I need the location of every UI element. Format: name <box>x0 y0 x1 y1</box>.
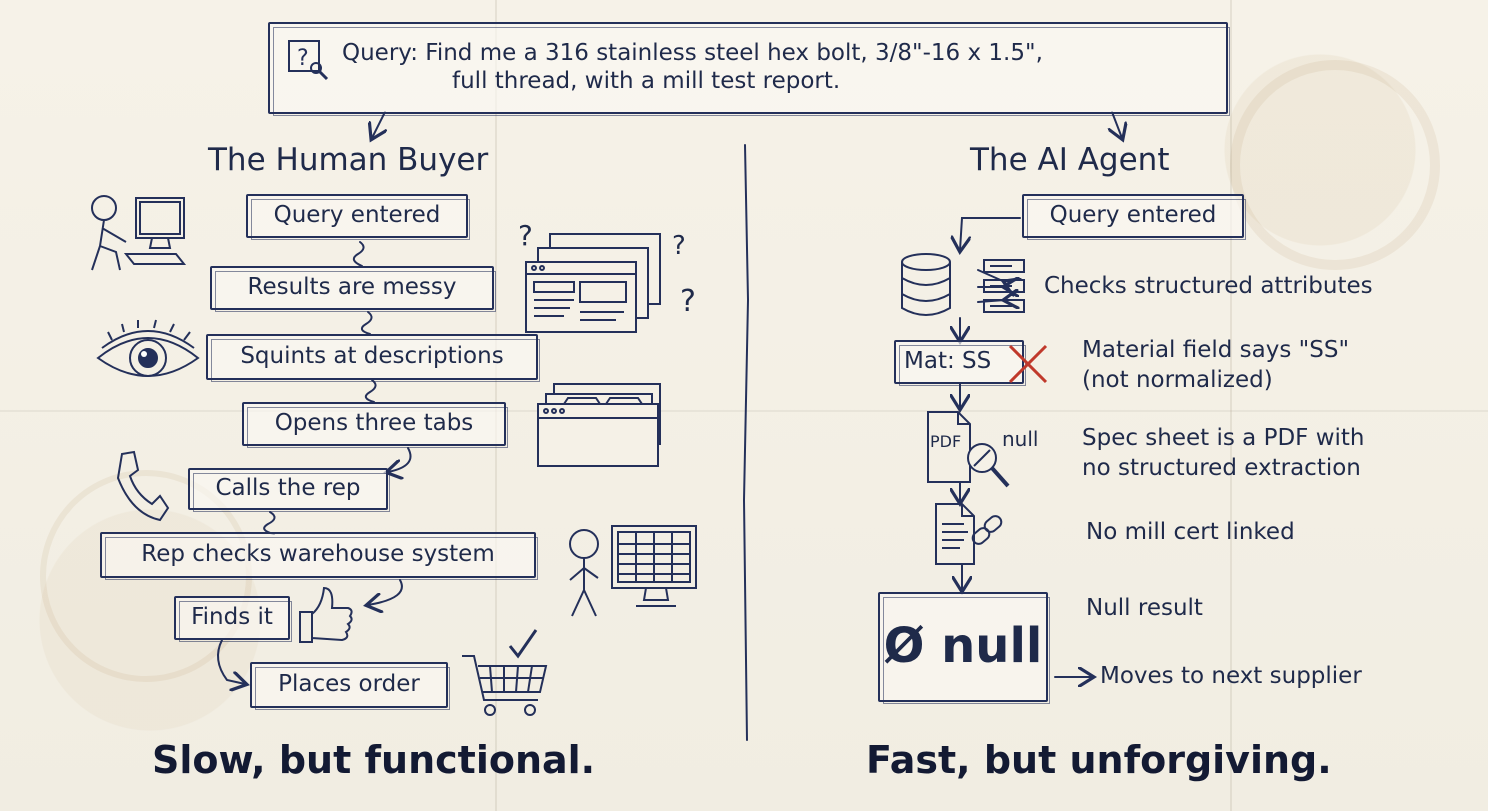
note-structured-attributes: Checks structured attributes <box>1044 273 1373 299</box>
tabs-icon <box>534 380 666 470</box>
svg-text:?: ? <box>297 46 309 71</box>
agent-tagline: Fast, but unforgiving. <box>866 738 1332 782</box>
note-spec-sheet: Spec sheet is a PDF with <box>1082 425 1365 451</box>
human-step-warehouse: Rep checks warehouse system <box>100 532 538 580</box>
coffee-stain <box>1230 60 1440 270</box>
human-step-calls: Calls the rep <box>188 468 390 512</box>
human-step-results: Results are messy <box>210 266 496 312</box>
arrow-query-human <box>372 111 385 138</box>
question-mark-icon: ? <box>672 231 686 261</box>
arrow-warehouse-finds <box>368 579 403 605</box>
red-x-icon <box>1006 342 1050 386</box>
note-no-mill-cert: No mill cert linked <box>1086 519 1295 545</box>
query-line-2: full thread, with a mill test report. <box>452 68 841 94</box>
agent-title: The AI Agent <box>970 142 1170 178</box>
arrow-finds-order <box>217 639 245 684</box>
arrow-tabs-calls <box>388 447 412 472</box>
query-line-1: Query: Find me a 316 stainless steel hex… <box>342 40 1043 67</box>
human-step-order: Places order <box>250 662 450 710</box>
note-not-normalized: (not normalized) <box>1082 367 1273 393</box>
question-mark-icon: ? <box>518 219 533 252</box>
arrow-query-db <box>960 217 1021 250</box>
note-next-supplier: Moves to next supplier <box>1100 663 1362 689</box>
thumbs-up-icon <box>296 584 356 646</box>
human-tagline: Slow, but functional. <box>152 738 596 782</box>
human-step-query: Query entered <box>246 194 470 240</box>
query-box: Query: Find me a 316 stainless steel hex… <box>268 22 1230 116</box>
human-step-finds: Finds it <box>174 596 292 642</box>
paper-fold <box>0 410 1488 412</box>
human-title: The Human Buyer <box>208 142 489 178</box>
question-mark-icon: ? <box>680 284 696 319</box>
database-icon <box>898 252 954 318</box>
material-box: Mat: SS <box>894 340 1026 386</box>
person-computer-icon <box>86 192 196 274</box>
document-link-icon <box>932 502 1012 568</box>
note-material-field: Material field says "SS" <box>1082 337 1350 363</box>
null-result-box: Ø null <box>878 592 1050 704</box>
person-spreadsheet-icon <box>564 520 704 620</box>
center-divider <box>742 144 750 741</box>
eye-icon <box>94 318 202 398</box>
browser-windows-icon <box>520 226 670 336</box>
human-step-tabs: Opens three tabs <box>242 402 508 448</box>
phone-icon <box>112 448 170 524</box>
note-no-extraction: no structured extraction <box>1082 455 1361 481</box>
human-step-squints: Squints at descriptions <box>206 334 540 382</box>
pdf-search-icon <box>924 410 1024 492</box>
magnifier-question-icon: ? <box>286 38 330 82</box>
arrow-query-agent <box>1112 111 1122 138</box>
pdf-null-label: null <box>1002 427 1039 451</box>
note-null-result: Null result <box>1086 595 1203 621</box>
shopping-cart-icon <box>460 626 552 720</box>
records-icon <box>982 256 1028 318</box>
agent-query-box: Query entered <box>1022 194 1246 240</box>
paper-fold <box>1230 0 1232 811</box>
pdf-label: PDF <box>930 432 962 451</box>
material-value: Mat: SS <box>904 348 992 375</box>
